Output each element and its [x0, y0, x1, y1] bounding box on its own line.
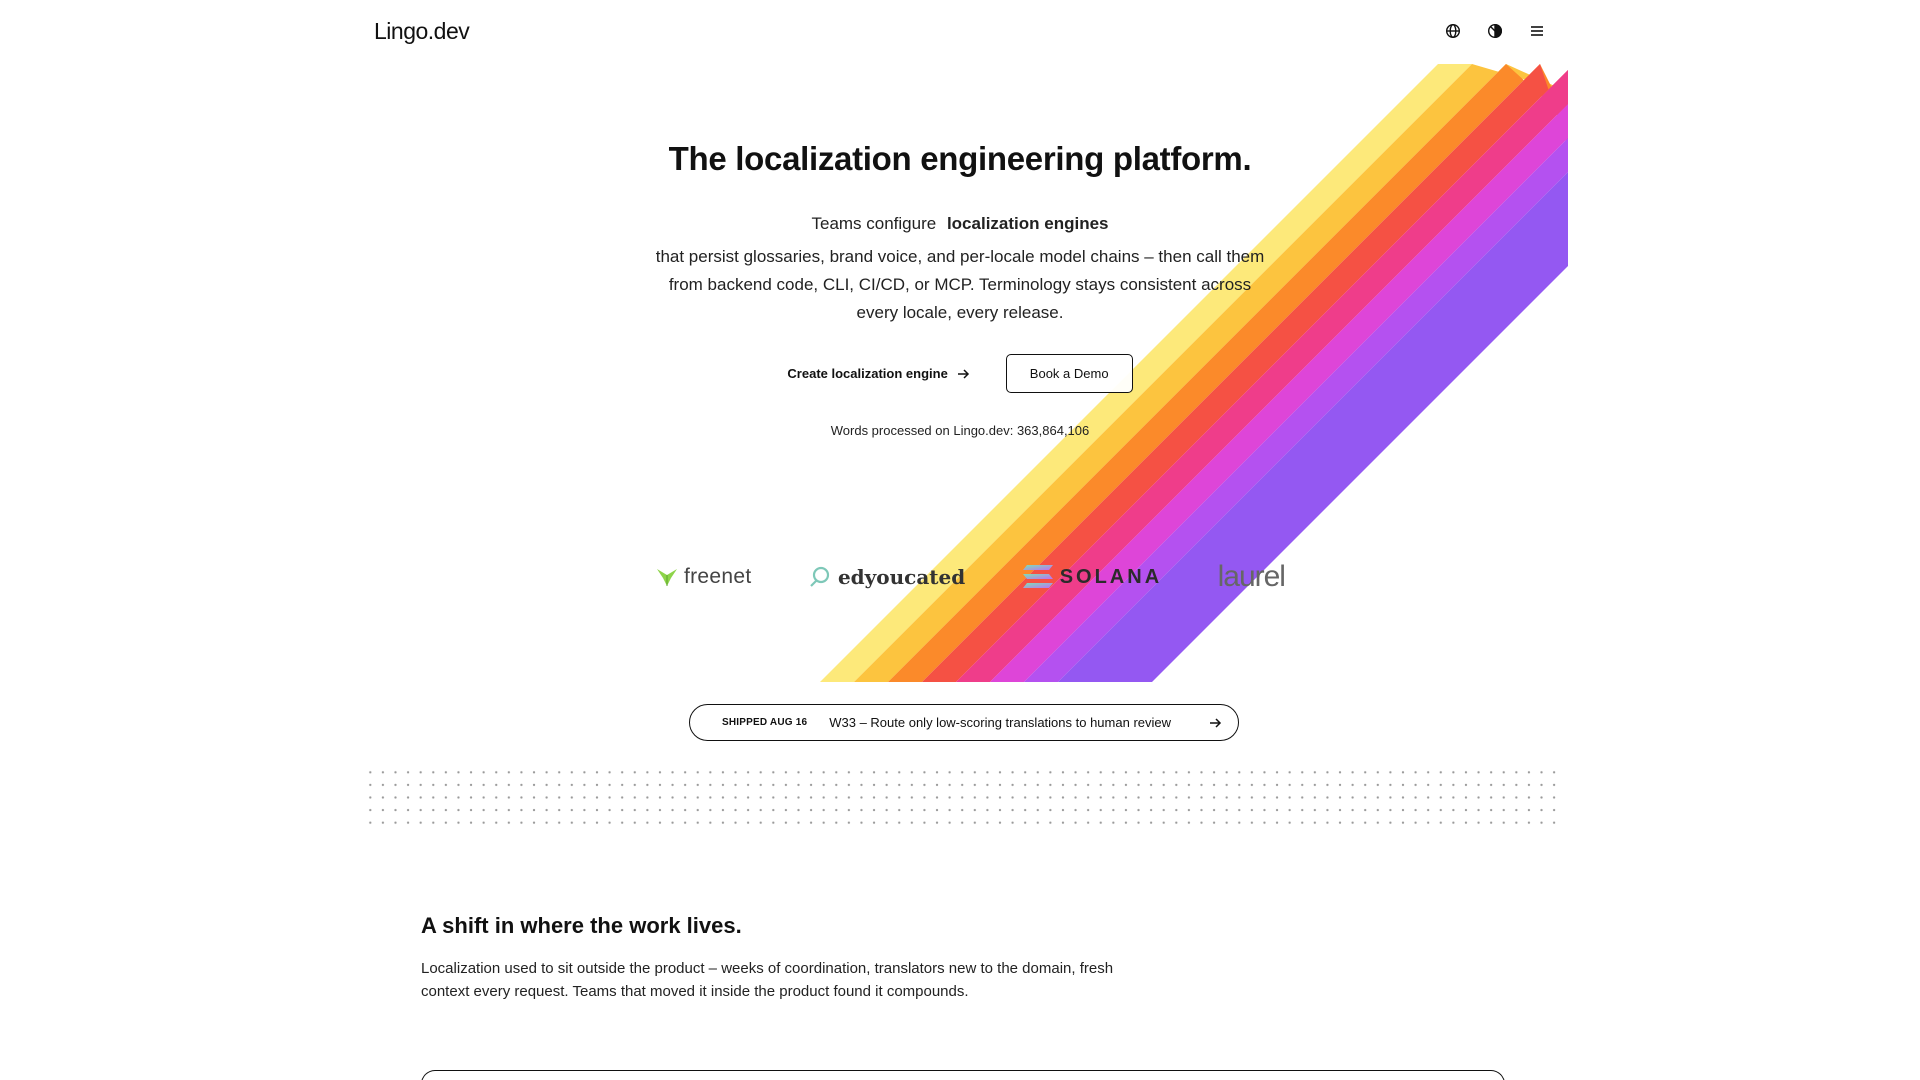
create-engine-button[interactable]: Create localization engine: [787, 356, 969, 391]
section-title: A shift in where the work lives.: [421, 913, 742, 938]
changelog-announcement[interactable]: SHIPPED AUG 16 W33 – Route only low-scor…: [689, 704, 1239, 741]
cta-row: Create localization engine Book a Demo: [0, 354, 1920, 393]
arrow-right-icon: [1210, 717, 1222, 728]
book-demo-button[interactable]: Book a Demo: [1005, 354, 1133, 393]
solana-logo: SOLANA: [1021, 563, 1162, 591]
arrow-right-icon: [957, 368, 969, 379]
edyoucated-wordmark: edyoucated: [837, 565, 966, 589]
customer-logos: freenet edyoucated SOLANA: [655, 560, 1286, 594]
create-engine-label: Create localization engine: [787, 366, 948, 381]
hero-lead: Teams configure localization engines: [0, 214, 1920, 234]
logo[interactable]: Lingo.dev: [374, 17, 470, 44]
hero-lead-prefix: Teams configure: [811, 214, 937, 233]
edyoucated-logo: edyoucated: [807, 564, 965, 590]
globe-icon[interactable]: [1444, 22, 1462, 40]
announcement-text: W33 – Route only low-scoring translation…: [829, 715, 1172, 730]
laurel-logo: laurel: [1217, 560, 1286, 594]
freenet-logo: freenet: [655, 565, 751, 589]
menu-icon[interactable]: [1528, 22, 1546, 40]
theme-icon[interactable]: [1486, 22, 1504, 40]
content-card: [421, 1070, 1505, 1080]
freenet-leaf-icon: [657, 569, 677, 586]
header-actions: [1444, 22, 1546, 40]
edyoucated-mark-icon: [810, 566, 830, 587]
hero-title: The localization engineering platform.: [668, 140, 1252, 177]
solana-mark-icon: [1022, 565, 1053, 588]
section-body: Localization used to sit outside the pro…: [421, 960, 1114, 1000]
words-processed-stat: Words processed on Lingo.dev: 363,864,10…: [830, 423, 1090, 438]
solana-wordmark: SOLANA: [1059, 565, 1163, 588]
hero-description: that persist glossaries, brand voice, an…: [655, 247, 1265, 322]
rainbow-stripe: [990, 104, 1568, 682]
freenet-wordmark: freenet: [684, 565, 752, 588]
laurel-wordmark: laurel: [1217, 560, 1286, 593]
announcement-tag: SHIPPED AUG 16: [722, 717, 808, 728]
hero-lead-emphasis: localization engines: [946, 214, 1109, 233]
site-header: Lingo.dev: [374, 0, 1546, 62]
dot-grid-divider: [364, 766, 1558, 832]
